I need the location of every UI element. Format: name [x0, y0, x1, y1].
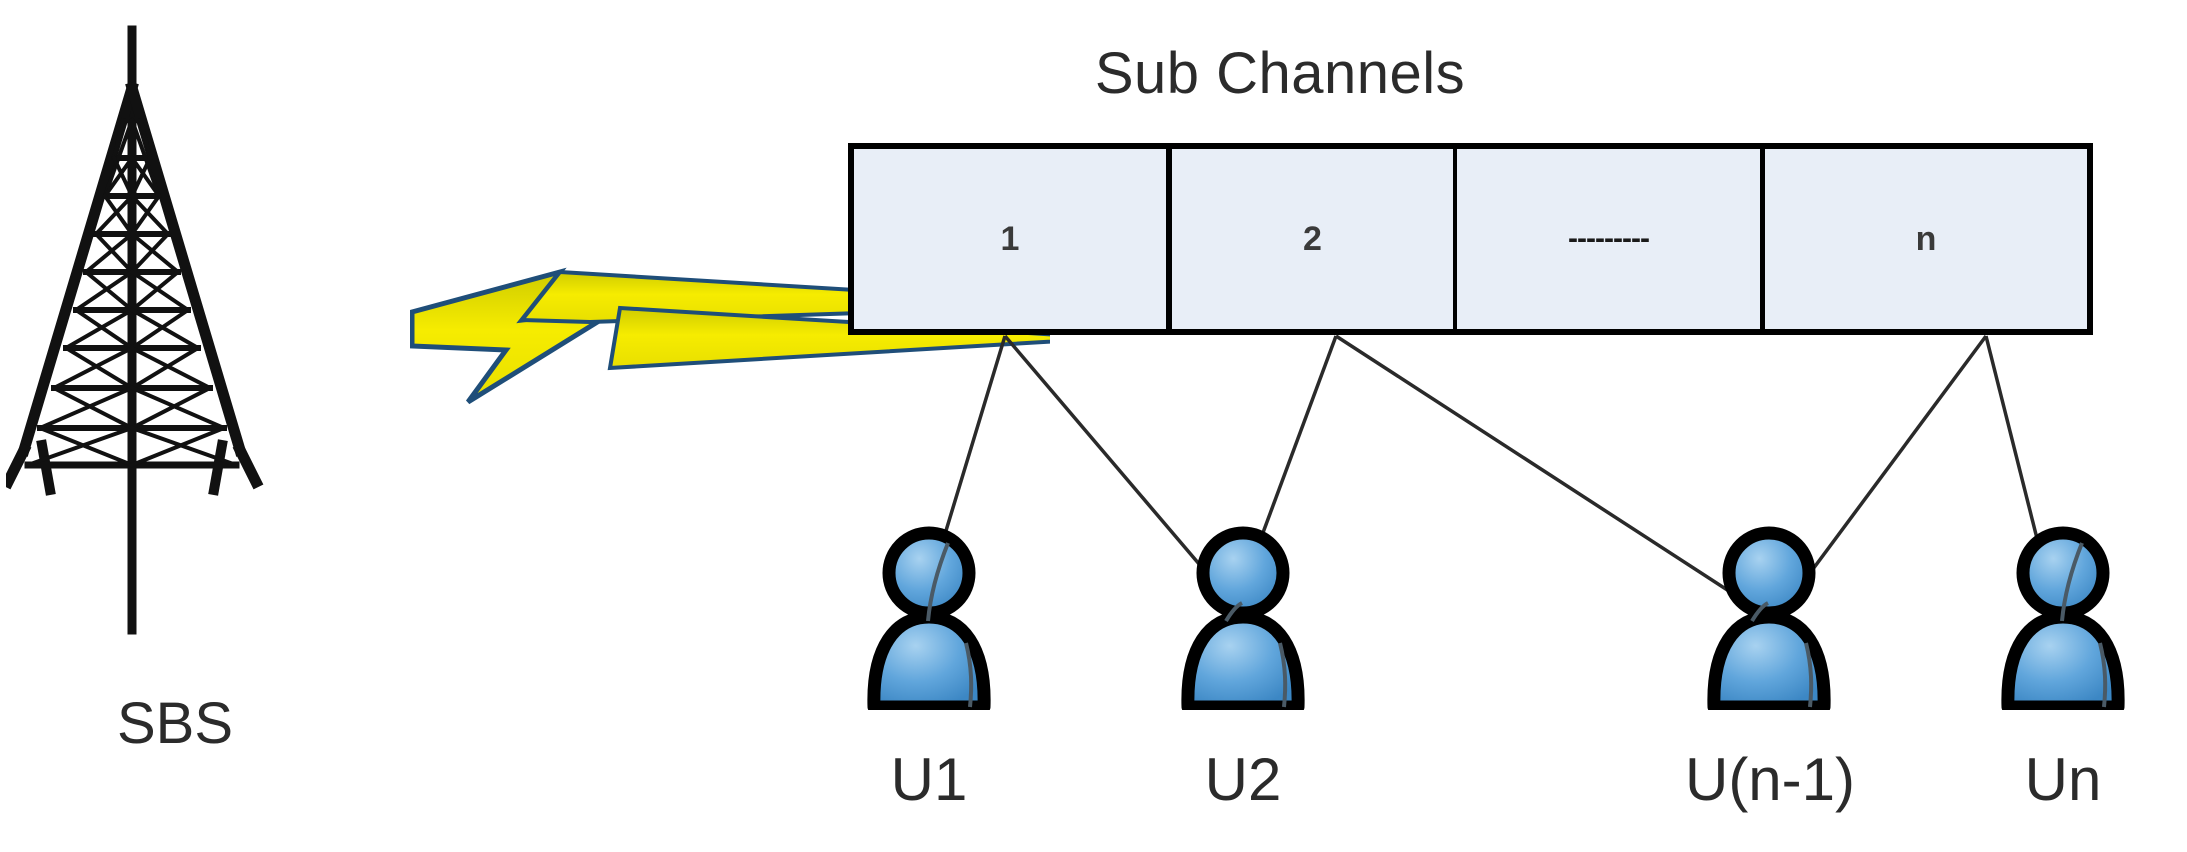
user-label-u1: U1 [890, 746, 968, 813]
sub-channel-cell-2-label: 2 [1303, 219, 1322, 258]
sbs-label: SBS [116, 691, 234, 756]
sub-channel-cell-1[interactable]: 1 [854, 149, 1172, 329]
sub-channel-cell-2[interactable]: 2 [1172, 149, 1457, 329]
sub-channel-cell-n-label: n [1915, 219, 1937, 258]
sub-channels-title: Sub Channels [1094, 41, 1466, 106]
user-label-u2: U2 [1204, 746, 1282, 813]
sub-channel-table: 1 2 --------- n [848, 143, 2093, 335]
sub-channel-cell-ellipsis-label: --------- [1568, 222, 1650, 255]
sub-channel-cell-n[interactable]: n [1765, 149, 2087, 329]
user-icon-u2[interactable] [1176, 525, 1311, 710]
user-icon-un-1[interactable] [1702, 525, 1837, 710]
sub-channel-cell-1-label: 1 [1000, 219, 1020, 258]
user-label-un: Un [2024, 746, 2102, 813]
user-icon-un[interactable] [1996, 525, 2131, 710]
link-c2-un1 [1335, 334, 1753, 608]
user-label-un-1: U(n-1) [1684, 746, 1855, 813]
cell-tower-icon [6, 25, 264, 635]
sub-channel-cell-ellipsis[interactable]: --------- [1457, 149, 1765, 329]
user-icon-u1[interactable] [862, 525, 997, 710]
